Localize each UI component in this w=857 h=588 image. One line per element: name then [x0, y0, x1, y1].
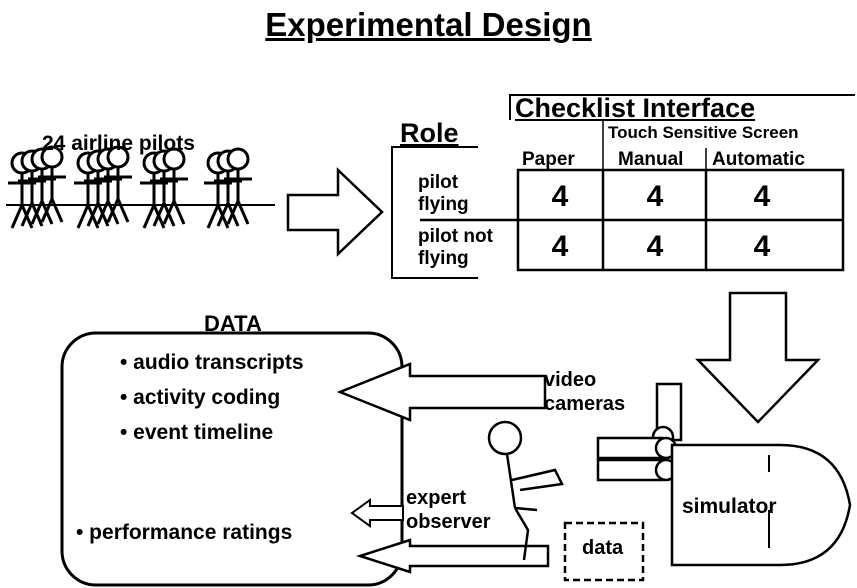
observer-arrow-icon [350, 498, 404, 528]
label-line: cameras [544, 393, 626, 415]
row-label-line: flying [418, 194, 469, 215]
observer-icon [487, 420, 564, 561]
data-store-label: data [582, 537, 624, 559]
row-label-line: flying [418, 248, 469, 269]
table-cell: 4 [646, 180, 664, 213]
row-label-line: pilot [418, 172, 459, 193]
checklist-table [420, 168, 845, 272]
simulator-icon [670, 443, 852, 567]
row-label-pilot-not-flying: pilot not flying [418, 226, 493, 270]
data-box-title: DATA [204, 311, 262, 336]
table-cell: 4 [753, 180, 771, 213]
label-line: observer [406, 511, 491, 533]
pilots-icon [6, 145, 275, 230]
table-cell: 4 [551, 230, 569, 263]
column-manual: Manual [618, 149, 684, 170]
pilots-label: 24 airline pilots [42, 132, 195, 155]
data-box [60, 331, 404, 587]
touch-screen-label: Touch Sensitive Screen [608, 123, 799, 142]
expert-observer-label: expert observer [406, 486, 491, 534]
data-arrow-icon [355, 538, 550, 574]
role-bracket [391, 146, 478, 279]
right-arrow-icon [286, 167, 384, 257]
simulator-label: simulator [682, 495, 777, 518]
label-line: expert [406, 487, 467, 509]
table-cell: 4 [551, 180, 569, 213]
data-store-box [563, 521, 645, 582]
data-item-performance: • performance ratings [76, 521, 293, 544]
column-paper: Paper [522, 149, 575, 170]
video-cameras-label: video cameras [544, 368, 625, 416]
column-automatic: Automatic [712, 149, 805, 170]
label-line: video [544, 369, 597, 391]
data-item: • activity coding [120, 386, 281, 409]
table-cell: 4 [753, 230, 771, 263]
data-item: • audio transcripts [120, 351, 304, 374]
checklist-bracket [509, 94, 855, 120]
row-label-line: pilot not [418, 226, 493, 247]
data-item: • event timeline [120, 421, 274, 444]
role-header: Role [400, 118, 459, 148]
checklist-header: Checklist Interface [515, 93, 756, 123]
down-arrow-icon [695, 291, 821, 424]
row-label-pilot-flying: pilot flying [418, 172, 469, 216]
table-cell: 4 [646, 230, 664, 263]
page-title: Experimental Design [265, 6, 592, 43]
video-arrow-icon [336, 362, 547, 422]
